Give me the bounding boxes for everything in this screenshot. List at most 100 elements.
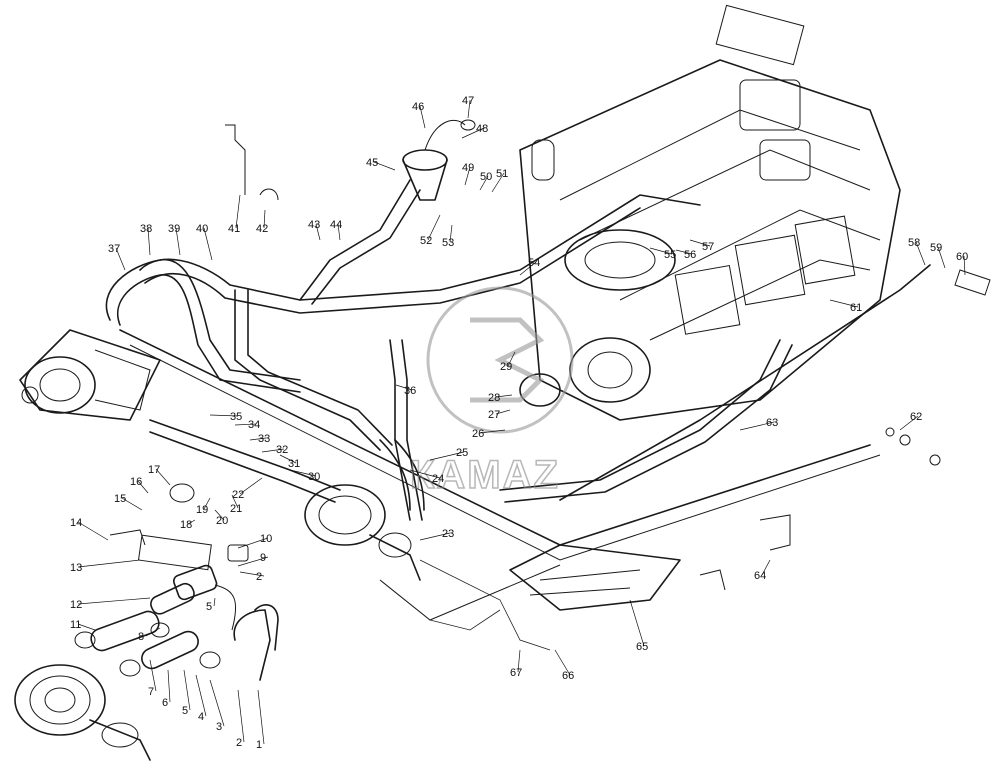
callout-66: 64 [754,559,771,582]
callout-6: 5 [182,669,191,717]
callout-number: 16 [130,476,142,488]
callout-42: 40 [196,223,213,261]
callout-number: 25 [456,447,468,459]
callout-number: 35 [230,411,242,423]
callout-number: 27 [488,409,500,421]
pipe-runs [105,179,931,651]
callout-leader-line [507,351,516,367]
callout-leader-line [427,214,441,241]
callout-number: 61 [850,302,862,314]
callout-leader-line [495,409,511,415]
callout-leader-line [121,497,143,511]
callout-number: 33 [258,433,270,445]
callout-leader-line [915,241,926,266]
callout-number: 59 [930,242,942,254]
callout-leader-line [187,519,196,525]
callout-20: 18 [180,519,196,531]
callout-10: 8 [138,627,161,643]
callout-number: 58 [908,237,920,249]
callout-65: 63 [739,417,778,431]
callout-number: 49 [462,162,474,174]
callout-leader-line [829,299,859,308]
callout-leader-line [689,239,711,247]
callout-leader-line [449,224,453,243]
callout-leader-line [213,597,216,607]
callout-number: 22 [232,489,244,501]
callout-12: 10 [237,533,272,549]
callout-48: 46 [412,101,426,129]
callout-number: 14 [70,517,82,529]
callout-number: 1 [256,739,262,751]
callout-number: 13 [70,562,82,574]
callout-61: 59 [930,242,946,269]
callout-16: 14 [70,517,109,541]
callout-leader-line [675,249,693,255]
callout-56: 54 [519,257,540,276]
callout-leader-line [237,689,245,743]
callout-number: 39 [168,223,180,235]
callout-35: 33 [249,433,270,445]
callout-leader-line [167,669,171,703]
callout-number: 8 [138,631,144,643]
callout-number: 41 [228,223,240,235]
callout-44: 42 [256,209,268,235]
kamaz-watermark: КАМАZ [409,286,574,498]
callout-leader-line [517,649,521,673]
callout-number: 7 [148,686,154,698]
callout-2: 2 [236,689,245,749]
callout-leader-line [77,521,109,541]
callout-leader-line [145,627,161,637]
callout-number: 38 [140,223,152,235]
callout-leader-line [237,556,269,567]
callout-number: 2 [236,737,242,749]
callout-number: 54 [528,257,540,269]
heater-unit [19,329,161,421]
callout-leader-line [137,480,149,494]
callout-31: 29 [500,351,516,373]
callout-leader-line [234,423,257,426]
callout-8: 6 [162,669,171,709]
callout-leader-line [289,469,317,477]
callout-number: 46 [412,101,424,113]
callout-69: 67 [510,649,522,679]
callout-leader-line [315,223,321,241]
callout-leader-line [963,255,966,276]
callout-leader-line [77,559,141,568]
callout-67: 65 [629,599,648,653]
callout-number: 51 [496,168,508,180]
callout-leader-line [209,679,225,727]
callout-leader-line [409,469,441,479]
callout-number: 11 [70,619,81,631]
callout-leader-line [115,247,126,271]
callout-number: 21 [230,503,242,515]
callout-number: 4 [198,711,204,723]
callout-64: 62 [899,411,922,431]
callout-number: 55 [664,249,676,261]
callout-number: 36 [404,385,416,397]
callout-number: 40 [196,223,208,235]
callout-27: 25 [429,447,468,461]
callout-55: 53 [442,224,454,249]
callout-9: 7 [148,659,157,698]
callout-number: 5 [206,601,212,613]
callout-leader-line [249,437,267,441]
callout-leader-line [183,669,191,711]
callout-leader-line [419,105,426,129]
callout-labels: 1223455678910111213141516171819202122232… [70,95,968,751]
callout-59: 57 [689,239,714,253]
callout-63: 61 [829,299,862,314]
center-pump [304,484,421,581]
callout-number: 44 [330,219,342,231]
callout-leader-line [209,414,239,417]
callout-leader-line [761,559,771,576]
callout-leader-line [147,227,151,256]
callout-22: 20 [214,509,228,527]
callout-number: 3 [216,721,222,733]
callout-36: 34 [234,419,260,431]
callout-3: 2 [239,571,265,583]
callout-number: 29 [500,361,512,373]
callout-37: 35 [209,411,242,423]
callout-number: 42 [256,223,268,235]
callout-number: 6 [162,697,168,709]
